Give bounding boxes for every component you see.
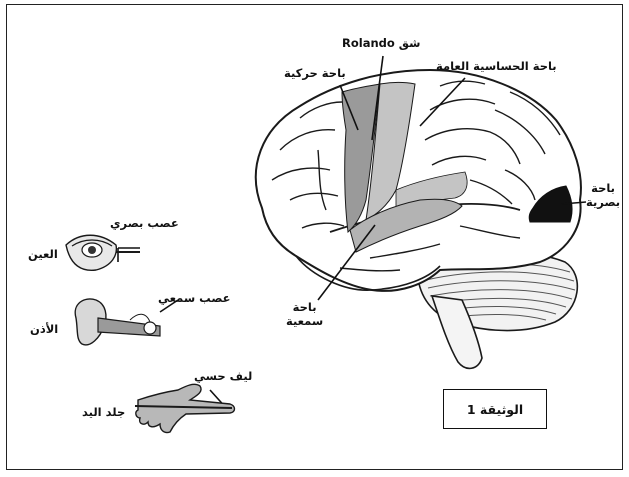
document-title: الوثيقة 1 bbox=[467, 402, 523, 417]
visual-area-label-line1: باحة bbox=[586, 181, 620, 195]
visual-area-label-line2: بصرية bbox=[586, 195, 620, 209]
auditory-area-label: باحة سمعية bbox=[286, 300, 323, 329]
ear-label: الأذن bbox=[30, 322, 58, 336]
hand-illustration bbox=[135, 384, 235, 432]
somatosensory-area-label: باحة الحساسية العامة bbox=[436, 59, 557, 73]
cerebrum-outline bbox=[256, 70, 581, 291]
visual-area-label: باحة بصرية bbox=[586, 181, 620, 210]
rolando-fissure-label: شق Rolando bbox=[342, 36, 420, 50]
optic-nerve-label: عصب بصري bbox=[110, 216, 179, 230]
eye-label: العين bbox=[28, 247, 58, 261]
auditory-area-label-line2: سمعية bbox=[286, 314, 323, 328]
auditory-nerve-label: عصب سمعي bbox=[158, 291, 231, 305]
hand-skin-label: جلد اليد bbox=[82, 405, 125, 419]
ear-illustration bbox=[75, 299, 160, 345]
motor-area-label: باحة حركية bbox=[284, 66, 346, 80]
eye-illustration bbox=[66, 235, 140, 270]
auditory-area-label-line1: باحة bbox=[286, 300, 323, 314]
document-title-box: الوثيقة 1 bbox=[443, 389, 547, 429]
sensory-fiber-label: ليف حسي bbox=[194, 369, 252, 383]
